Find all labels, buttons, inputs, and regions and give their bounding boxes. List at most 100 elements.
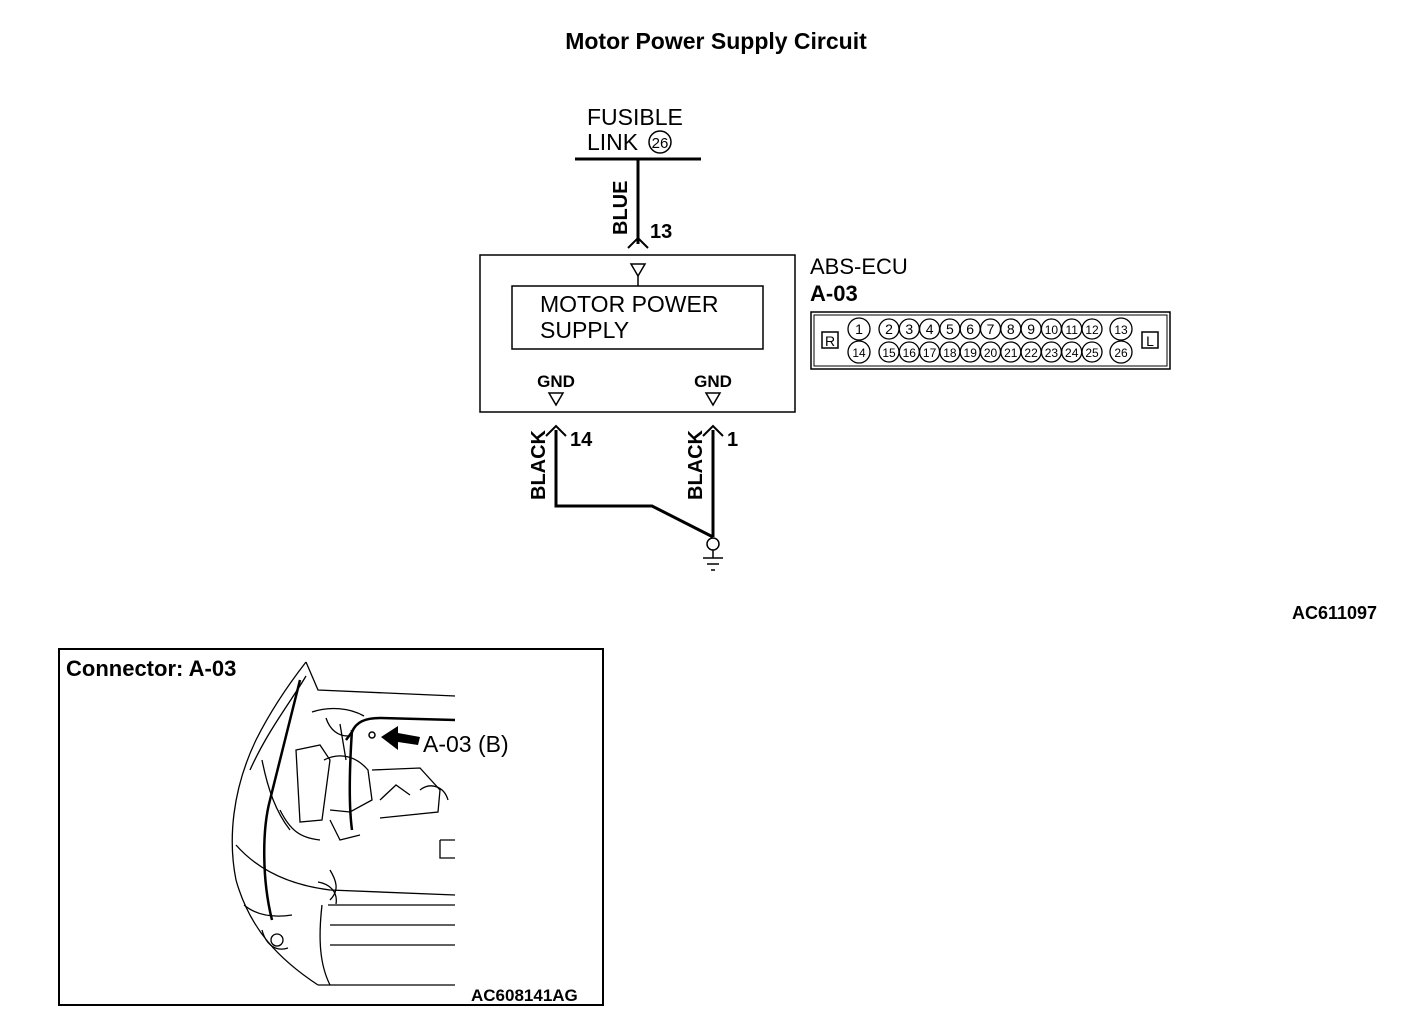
connector-pin-number: 22: [1024, 346, 1038, 360]
motor-power-supply-line1: MOTOR POWER: [540, 291, 718, 317]
ground-left-terminal-symbol: [545, 424, 567, 437]
connector-pin-number: 21: [1004, 346, 1018, 360]
ground-right-wire-color: BLACK: [685, 429, 707, 500]
connector-pin: 19: [959, 341, 981, 363]
connector-pin: 8: [1000, 318, 1022, 340]
connector-pin-number: 25: [1085, 346, 1099, 360]
harness-wire: [263, 679, 456, 921]
fusible-link-label-line1: FUSIBLE: [587, 104, 683, 130]
gnd-right-arrow: [704, 392, 722, 407]
connector-pin-number: 18: [943, 346, 957, 360]
ecu-box: [479, 254, 796, 413]
connector-pin: 9: [1020, 318, 1042, 340]
location-reference-code: AC608141AG: [471, 986, 578, 1005]
ground-right-terminal-symbol: [702, 424, 724, 437]
connector-pin-number: 11: [1065, 323, 1078, 337]
connector-pin-number: 5: [946, 321, 954, 337]
connector-pin-number: 2: [885, 321, 893, 337]
page-title: Motor Power Supply Circuit: [565, 28, 867, 54]
connector-pin: 22: [1020, 341, 1042, 363]
connector-pins-bottom-row: 14 15 16 17 18 19 20 21 22 23 24 25 26: [847, 340, 1133, 364]
connector-pin: 13: [1109, 317, 1133, 341]
connector-pin-number: 12: [1085, 323, 1099, 337]
gnd-left-label: GND: [537, 372, 575, 391]
connector-pin: 18: [939, 341, 961, 363]
connector-pin-number: 26: [1114, 346, 1128, 360]
connector-pin-number: 13: [1114, 323, 1128, 337]
supply-input-arrow: [629, 263, 647, 278]
connector-tag-r: [821, 331, 839, 349]
connector-pin: 17: [918, 341, 941, 363]
connector-pin: 21: [1000, 341, 1022, 363]
gnd-left-arrow: [547, 392, 565, 407]
ground-left-wire-color: BLACK: [528, 429, 550, 500]
connector-pin-number: 6: [966, 321, 974, 337]
connector-pin-number: 9: [1027, 321, 1035, 337]
connector-pin: 1: [847, 317, 871, 341]
connector-pin: 15: [878, 341, 900, 363]
connector-pin: 20: [979, 341, 1002, 363]
connector-pin-number: 17: [923, 346, 937, 360]
motor-power-supply-block: [511, 285, 764, 350]
connector-pin: 7: [979, 318, 1002, 340]
motor-power-supply-line2: SUPPLY: [540, 317, 629, 343]
connector-pin: 3: [898, 318, 920, 340]
connector-pin-number: 1: [855, 321, 863, 337]
callout-arrow: [368, 726, 420, 750]
gnd-right-label: GND: [694, 372, 732, 391]
fusible-link-number-badge: 26: [648, 130, 672, 154]
connector-pin: 24: [1061, 341, 1083, 363]
connector-pin-number: 23: [1045, 346, 1059, 360]
ground-right-terminal-number: 1: [727, 429, 738, 451]
connector-pin-number: 16: [903, 346, 917, 360]
diagram-reference-code: AC611097: [1292, 603, 1378, 623]
connector-pin-circle: [847, 317, 871, 341]
connector-pin-number: 20: [984, 346, 998, 360]
connector-pin-circle: [1109, 317, 1133, 341]
connector-pin: 26: [1109, 340, 1133, 364]
ground-left-wire: [554, 430, 714, 539]
ground-symbol: [703, 537, 723, 571]
supply-terminal-symbol: [627, 236, 649, 249]
connector-pin-number: 24: [1065, 346, 1079, 360]
connector-pin-number: 3: [905, 321, 913, 337]
connector-pin-circle: [1109, 340, 1133, 364]
supply-terminal-number: 13: [650, 221, 672, 243]
connector-pin: 4: [918, 318, 941, 340]
connector-pin-number: 4: [926, 321, 934, 337]
connector-pin-number: 15: [882, 346, 896, 360]
connector-pin: 14: [847, 340, 871, 364]
fusible-link-label-line2: LINK: [587, 129, 639, 155]
supply-wire-color: BLUE: [610, 181, 632, 235]
vehicle-engine-bay-illustration: [231, 661, 456, 986]
ecu-name: ABS-ECU: [810, 254, 908, 279]
fusible-link-number: 26: [652, 135, 669, 152]
connector-pin: 11: [1061, 318, 1083, 340]
connector-pin-number: 7: [987, 321, 995, 337]
ground-left-terminal-number: 14: [570, 429, 593, 451]
ecu-connector-id: A-03: [810, 281, 858, 306]
connector-pin-number: 19: [964, 346, 978, 360]
connector-tag-r-label: R: [825, 333, 835, 349]
connector-pin: 5: [939, 318, 961, 340]
connector-pin-circle: [1081, 341, 1103, 363]
connector-pin: 12: [1081, 318, 1103, 340]
connector-tag-l: [1141, 331, 1159, 349]
connector-pin-number: 8: [1007, 321, 1015, 337]
connector-pin: 10: [1040, 318, 1063, 340]
connector-pin: 6: [959, 318, 981, 340]
connector-pin: 23: [1040, 341, 1063, 363]
connector-pin: 25: [1081, 341, 1103, 363]
connector-pin-circle: [1081, 318, 1103, 340]
connector-pin-circle: [847, 340, 871, 364]
connector-location-title: Connector: A-03: [66, 656, 237, 681]
connector-pin-number: 14: [852, 346, 866, 360]
connector-pin: 16: [898, 341, 920, 363]
connector-callout-label: A-03 (B): [423, 731, 509, 757]
connector-pin: 2: [878, 318, 900, 340]
connector-location-panel: [58, 648, 604, 1006]
connector-tag-l-label: L: [1146, 333, 1154, 349]
